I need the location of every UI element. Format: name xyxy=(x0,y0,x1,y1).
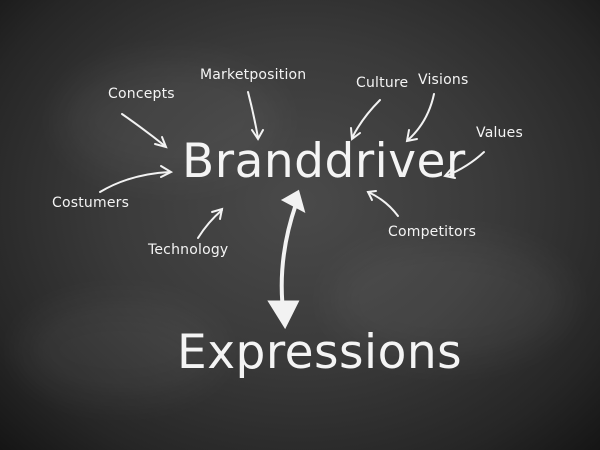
arrow-concepts xyxy=(121,113,168,149)
arrow-culture xyxy=(350,99,381,141)
bottom-node-expressions: Expressions xyxy=(177,325,463,380)
arrow-values xyxy=(443,151,485,179)
arrow-technology xyxy=(197,207,224,239)
label-marketposition: Marketposition xyxy=(200,67,307,83)
label-culture: Culture xyxy=(356,75,409,91)
arrow-visions xyxy=(405,93,435,143)
label-visions: Visions xyxy=(418,72,469,88)
chalk-smudge xyxy=(330,240,570,360)
chalk-smudge xyxy=(60,60,280,180)
label-competitors: Competitors xyxy=(388,224,477,240)
label-costumers: Costumers xyxy=(52,195,130,211)
arrow-marketposition xyxy=(247,91,264,141)
label-concepts: Concepts xyxy=(108,86,175,102)
chalk-smudge xyxy=(20,300,220,400)
arrow-competitors xyxy=(366,190,399,217)
double-arrow-branddriver-expressions xyxy=(267,189,306,330)
label-technology: Technology xyxy=(148,242,229,258)
arrow-costumers xyxy=(99,165,174,193)
label-values: Values xyxy=(476,125,523,141)
main-node-branddriver: Branddriver xyxy=(182,134,466,189)
